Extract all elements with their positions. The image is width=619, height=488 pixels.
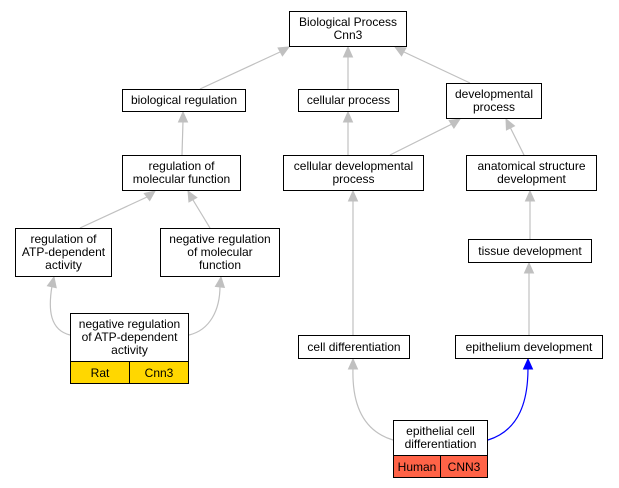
edge-negregatp-to-negregmol: [188, 285, 221, 336]
edge-regmol-to-bioreg-arrowhead: [177, 110, 189, 123]
edge-regatp-to-regmol-arrowhead: [143, 190, 156, 202]
node-epithelial-cell-differentiation[interactable]: epithelial cell differentiation: [393, 420, 488, 456]
node-cellular-process[interactable]: cellular process: [298, 89, 399, 112]
edge-negregmol-to-regmol: [192, 199, 211, 229]
edge-anatdev-to-devproc: [509, 126, 525, 156]
gene-tag-cnn3: Cnn3: [129, 362, 188, 383]
edge-negregmol-to-regmol-arrowhead: [187, 189, 198, 203]
node-epithelium-development[interactable]: epithelium development: [455, 335, 603, 359]
edge-epicelldiff-to-celldiff-arrowhead: [347, 357, 359, 370]
species-tag-human: Human: [394, 456, 440, 477]
edge-celldevproc-to-devproc-arrowhead: [448, 118, 462, 130]
edge-regatp-to-regmol: [79, 196, 148, 229]
edge-celldiff-to-celldevproc-arrowhead: [347, 189, 359, 202]
node-developmental-process[interactable]: developmental process: [446, 83, 542, 119]
edge-bioreg-to-bp-arrowhead: [277, 46, 291, 57]
node-regulation-of-molecular-function[interactable]: regulation of molecular function: [122, 155, 241, 191]
species-tag-rat: Rat: [71, 362, 129, 383]
edge-celldevproc-to-cellproc-arrowhead: [342, 110, 354, 123]
node-cell-differentiation[interactable]: cell differentiation: [298, 335, 410, 359]
gene-tag-cnn3: CNN3: [440, 456, 487, 477]
edge-anatdev-to-devproc-arrowhead: [505, 117, 516, 131]
edge-celldevproc-to-devproc: [389, 123, 453, 156]
edge-epicelldiff-to-epidev-arrowhead: [522, 357, 534, 370]
edge-cellproc-to-bp-arrowhead: [342, 45, 354, 58]
edge-negregatp-to-negregmol-arrowhead: [214, 275, 226, 289]
node-tissue-development[interactable]: tissue development: [468, 239, 592, 263]
node-negative-regulation-of-molecular-function[interactable]: negative regulation of molecular functio…: [160, 228, 280, 277]
node-biological-regulation[interactable]: biological regulation: [122, 89, 246, 112]
node-regulation-of-atp-dependent-activity[interactable]: regulation of ATP-dependent activity: [15, 228, 112, 277]
edge-bioreg-to-bp: [199, 51, 281, 90]
edge-negregatp-to-regatp-arrowhead: [46, 275, 57, 289]
edge-devproc-to-bp: [403, 51, 471, 84]
edge-epidev-to-tissuedev-arrowhead: [523, 261, 535, 274]
node-biological-process[interactable]: Biological Process Cnn3: [289, 11, 407, 47]
annotation-row-rat: Rat Cnn3: [70, 362, 189, 384]
edge-regmol-to-bioreg: [181, 120, 184, 156]
edge-negregatp-to-regatp: [49, 285, 71, 336]
edge-devproc-to-bp-arrowhead: [393, 46, 407, 57]
edge-epicelldiff-to-epidev: [487, 367, 529, 441]
node-cellular-developmental-process[interactable]: cellular developmental process: [283, 155, 424, 191]
annotation-row-human: Human CNN3: [393, 456, 488, 478]
edge-epicelldiff-to-celldiff: [352, 367, 394, 441]
edge-tissuedev-to-anatdev-arrowhead: [524, 189, 536, 202]
node-anatomical-structure-development[interactable]: anatomical structure development: [466, 155, 597, 191]
node-negative-regulation-of-atp-dependent-activity[interactable]: negative regulation of ATP-dependent act…: [70, 313, 189, 362]
